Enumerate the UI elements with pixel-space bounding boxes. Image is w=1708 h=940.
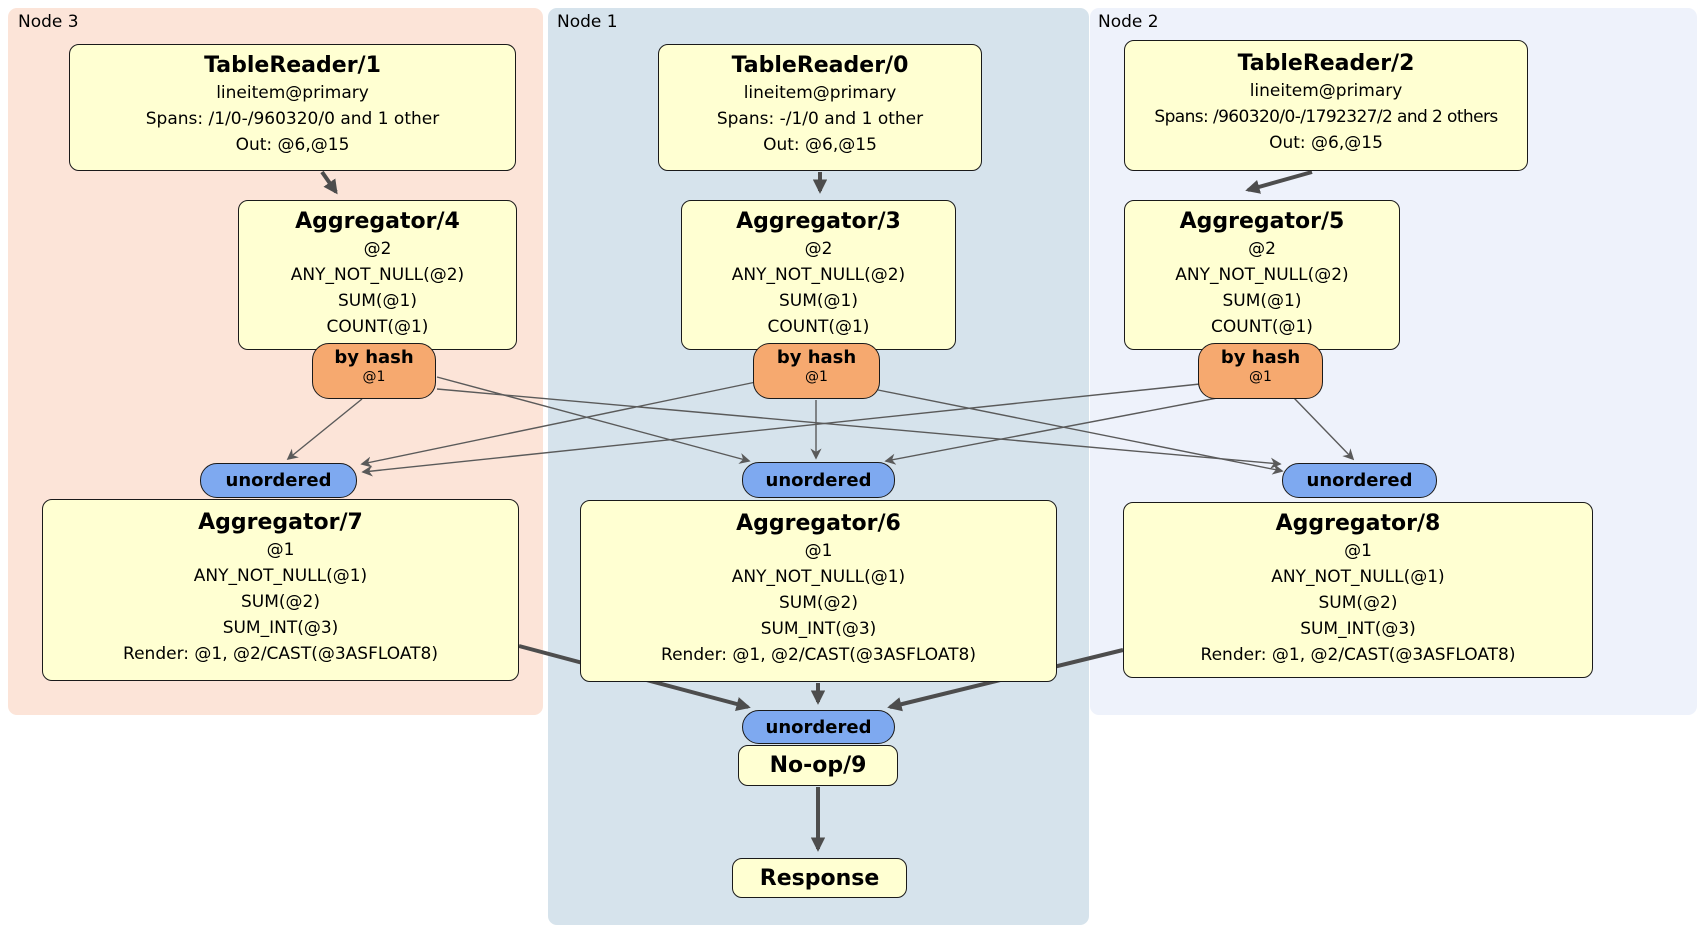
processor-spans: Spans: /960320/0-/1792327/2 and 2 others <box>1154 107 1498 127</box>
response-node[interactable]: Response <box>732 858 907 898</box>
processor-tablereader-1[interactable]: TableReader/1 lineitem@primary Spans: /1… <box>69 44 516 171</box>
router-by-hash-node2[interactable]: by hash @1 <box>1198 343 1323 399</box>
processor-title: No-op/9 <box>769 753 867 778</box>
processor-index: lineitem@primary <box>1249 81 1403 101</box>
processor-aggregator-8[interactable]: Aggregator/8 @1 ANY_NOT_NULL(@1) SUM(@2)… <box>1123 502 1593 678</box>
processor-group-cols: @1 <box>1344 541 1372 561</box>
processor-group-cols: @1 <box>804 541 833 561</box>
processor-aggregator-5[interactable]: Aggregator/5 @2 ANY_NOT_NULL(@2) SUM(@1)… <box>1124 200 1400 350</box>
processor-index: lineitem@primary <box>216 83 369 103</box>
processor-tablereader-0[interactable]: TableReader/0 lineitem@primary Spans: -/… <box>658 44 982 171</box>
processor-title: Aggregator/7 <box>198 510 363 535</box>
processor-agg-fn: COUNT(@1) <box>1211 317 1313 337</box>
processor-out: Out: @6,@15 <box>1269 133 1383 153</box>
router-hash-columns: @1 <box>1249 369 1272 385</box>
processor-aggregator-7[interactable]: Aggregator/7 @1 ANY_NOT_NULL(@1) SUM(@2)… <box>42 499 519 681</box>
processor-group-cols: @1 <box>266 540 295 560</box>
processor-title: Aggregator/5 <box>1179 209 1345 234</box>
processor-agg-fn: ANY_NOT_NULL(@2) <box>290 265 465 285</box>
processor-index: lineitem@primary <box>743 83 897 103</box>
router-label: by hash <box>776 347 857 368</box>
sync-label: unordered <box>1306 470 1413 491</box>
processor-agg-fn: SUM(@1) <box>338 291 417 311</box>
processor-out: Out: @6,@15 <box>763 135 877 155</box>
processor-aggregator-6[interactable]: Aggregator/6 @1 ANY_NOT_NULL(@1) SUM(@2)… <box>580 500 1057 682</box>
processor-agg-fn: SUM_INT(@3) <box>222 618 339 638</box>
processor-group-cols: @2 <box>1248 239 1276 259</box>
processor-title: Aggregator/3 <box>736 209 901 234</box>
processor-title: Response <box>759 865 880 891</box>
processor-noop-9[interactable]: No-op/9 <box>738 745 898 786</box>
processor-agg-fn: SUM(@2) <box>779 593 858 613</box>
processor-agg-fn: ANY_NOT_NULL(@1) <box>193 566 368 586</box>
router-hash-columns: @1 <box>805 369 828 385</box>
sync-unordered-node2[interactable]: unordered <box>1282 463 1437 498</box>
router-label: by hash <box>1220 347 1301 368</box>
router-by-hash-node3[interactable]: by hash @1 <box>312 343 436 399</box>
processor-agg-fn: SUM(@2) <box>1318 593 1398 613</box>
processor-agg-fn: ANY_NOT_NULL(@1) <box>731 567 906 587</box>
processor-agg-fn: ANY_NOT_NULL(@2) <box>1175 265 1349 285</box>
processor-render: Render: @1, @2/CAST(@3ASFLOAT8) <box>123 644 438 664</box>
processor-aggregator-4[interactable]: Aggregator/4 @2 ANY_NOT_NULL(@2) SUM(@1)… <box>238 200 517 350</box>
processor-render: Render: @1, @2/CAST(@3ASFLOAT8) <box>1200 645 1516 665</box>
processor-agg-fn: ANY_NOT_NULL(@2) <box>731 265 906 285</box>
processor-aggregator-3[interactable]: Aggregator/3 @2 ANY_NOT_NULL(@2) SUM(@1)… <box>681 200 956 350</box>
router-label: by hash <box>334 347 414 368</box>
processor-agg-fn: COUNT(@1) <box>767 317 870 337</box>
processor-out: Out: @6,@15 <box>235 135 350 155</box>
processor-agg-fn: SUM(@1) <box>1222 291 1302 311</box>
processor-agg-fn: SUM_INT(@3) <box>1300 619 1416 639</box>
processor-agg-fn: SUM(@1) <box>779 291 858 311</box>
processor-agg-fn: ANY_NOT_NULL(@1) <box>1271 567 1445 587</box>
processor-group-cols: @2 <box>363 239 392 259</box>
sync-unordered-final[interactable]: unordered <box>742 710 895 744</box>
processor-agg-fn: COUNT(@1) <box>326 317 429 337</box>
processor-spans: Spans: -/1/0 and 1 other <box>716 109 924 129</box>
processor-title: Aggregator/8 <box>1275 511 1441 536</box>
sync-label: unordered <box>225 470 332 491</box>
region-label-node2: Node 2 <box>1098 12 1159 32</box>
processor-render: Render: @1, @2/CAST(@3ASFLOAT8) <box>661 645 976 665</box>
processor-group-cols: @2 <box>804 239 833 259</box>
sync-unordered-node1[interactable]: unordered <box>742 462 895 498</box>
processor-title: Aggregator/4 <box>295 209 460 234</box>
processor-title: TableReader/1 <box>204 53 381 78</box>
sync-unordered-node3[interactable]: unordered <box>200 463 357 498</box>
region-label-node1: Node 1 <box>557 12 618 32</box>
processor-tablereader-2[interactable]: TableReader/2 lineitem@primary Spans: /9… <box>1124 40 1528 171</box>
processor-agg-fn: SUM_INT(@3) <box>760 619 877 639</box>
processor-spans: Spans: /1/0-/960320/0 and 1 other <box>145 109 440 129</box>
processor-agg-fn: SUM(@2) <box>241 592 320 612</box>
region-label-node3: Node 3 <box>18 12 79 32</box>
router-by-hash-node1[interactable]: by hash @1 <box>753 343 880 399</box>
processor-title: TableReader/0 <box>731 53 909 78</box>
sync-label: unordered <box>765 716 872 738</box>
processor-title: Aggregator/6 <box>736 511 901 536</box>
router-hash-columns: @1 <box>362 369 386 385</box>
processor-title: TableReader/2 <box>1237 51 1415 76</box>
sync-label: unordered <box>765 469 872 491</box>
